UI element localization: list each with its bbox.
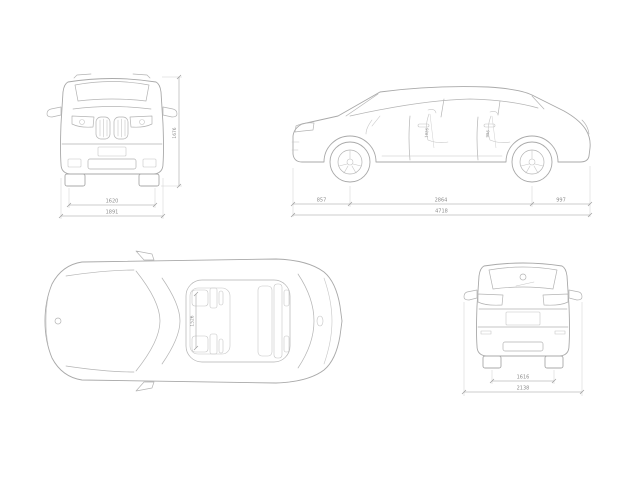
rear-wheels bbox=[482, 355, 564, 369]
brand-roundel bbox=[54, 317, 62, 325]
rear-window bbox=[488, 266, 558, 290]
shark-fin-antenna bbox=[316, 315, 324, 327]
top-roof bbox=[185, 279, 324, 363]
front-car-outline bbox=[46, 73, 178, 187]
dim-label-overall-width: 1891 bbox=[106, 210, 119, 216]
rear-tailgate bbox=[477, 308, 569, 352]
rear-dimensions: 1616 2138 bbox=[461, 302, 585, 396]
taillights bbox=[477, 293, 569, 306]
side-interior-dims: 1026 996 bbox=[424, 113, 497, 149]
dim-label-track-width: 1620 bbox=[106, 199, 119, 205]
side-doors bbox=[381, 115, 503, 161]
rear-wiper bbox=[515, 281, 535, 287]
side-wheels bbox=[329, 141, 553, 183]
top-view-drawing: 1526 bbox=[44, 250, 343, 392]
dim-label-width-mirrors: 2138 bbox=[517, 386, 530, 392]
right-mirror bbox=[162, 106, 178, 118]
dim-label-overall-length: 4718 bbox=[435, 209, 448, 215]
headlights bbox=[71, 115, 153, 128]
side-car-outline bbox=[291, 86, 591, 183]
rear-car-outline bbox=[463, 262, 583, 369]
rear-roundel bbox=[519, 273, 527, 281]
rear-mirrors bbox=[463, 289, 583, 301]
side-greenhouse bbox=[345, 93, 545, 118]
dim-label-front-overhang: 857 bbox=[317, 198, 327, 204]
top-view: 1526 bbox=[36, 246, 351, 398]
dim-label-rear-overhang: 997 bbox=[556, 198, 566, 204]
front-hood-line bbox=[72, 106, 152, 110]
side-view-drawing: 1026 996 857 2864 997 4718 bbox=[290, 86, 593, 218]
front-dimensions: 1620 1891 1676 bbox=[58, 74, 182, 219]
dim-label-rear-track: 1616 bbox=[517, 375, 530, 381]
rear-view: 1616 2138 bbox=[448, 246, 598, 404]
front-view-drawing: 1620 1891 1676 bbox=[46, 73, 182, 219]
front-bumper bbox=[61, 143, 163, 170]
front-windshield bbox=[74, 81, 150, 102]
dim-label-height: 1676 bbox=[172, 127, 178, 138]
side-front-details bbox=[291, 119, 590, 151]
side-interior-seats bbox=[365, 109, 511, 143]
side-view: 1026 996 857 2864 997 4718 bbox=[282, 58, 602, 220]
top-car-outline bbox=[44, 250, 343, 392]
rear-view-drawing: 1616 2138 bbox=[461, 262, 585, 396]
dim-label-interior-rear: 996 bbox=[485, 129, 491, 137]
dim-label-interior-width: 1526 bbox=[190, 315, 196, 326]
top-mirrors bbox=[135, 250, 155, 392]
top-windshield bbox=[135, 270, 181, 372]
left-mirror bbox=[46, 106, 62, 118]
top-rear-window bbox=[297, 273, 333, 369]
dim-label-interior-front: 1026 bbox=[424, 127, 430, 138]
top-hood bbox=[45, 269, 135, 373]
dim-label-wheelbase: 2864 bbox=[435, 198, 448, 204]
front-roof-rails bbox=[73, 73, 151, 79]
kidney-grille bbox=[95, 116, 129, 140]
top-seats bbox=[191, 283, 290, 359]
front-wheels bbox=[64, 173, 160, 187]
front-view: 1620 1891 1676 bbox=[32, 62, 192, 220]
side-dimensions: 857 2864 997 4718 bbox=[290, 166, 593, 218]
top-dimensions: 1526 bbox=[190, 291, 199, 351]
